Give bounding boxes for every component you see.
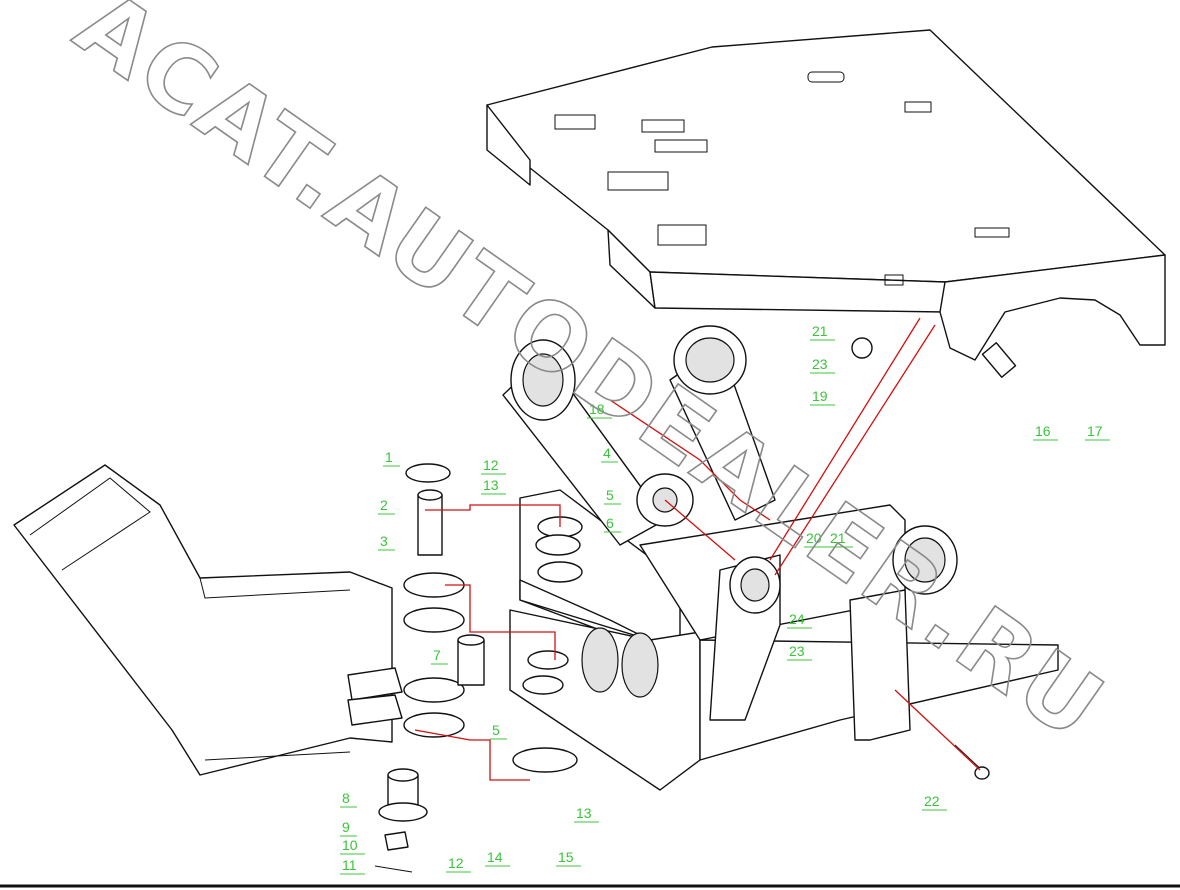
assembly-leader-lines [414, 317, 981, 781]
callout-12b-text: 12 [448, 855, 464, 871]
callout-16: 16 [1033, 423, 1058, 441]
callout-10: 10 [340, 837, 365, 855]
callout-21-lower: 21 [828, 530, 853, 548]
callout-12-text: 12 [483, 457, 499, 473]
callout-23b-text: 23 [789, 643, 805, 659]
front-fork-frame [13, 464, 393, 776]
callout-17-text: 17 [1087, 423, 1103, 439]
callout-15-text: 15 [558, 849, 574, 865]
callout-18: 18 [587, 401, 612, 419]
callout-13-upper: 13 [481, 477, 506, 495]
callout-2-text: 2 [380, 497, 388, 513]
central-hinge-block [509, 489, 701, 791]
callout-6-text: 6 [606, 515, 614, 531]
callout-8: 8 [340, 790, 357, 808]
callout-13-text: 13 [483, 477, 499, 493]
callout-1: 1 [383, 449, 400, 467]
upper-pin-stack [374, 463, 485, 873]
callout-23-text: 23 [812, 356, 828, 372]
callout-23-lower: 23 [787, 643, 812, 661]
callout-11-text: 11 [342, 857, 357, 873]
callout-5-upper: 5 [604, 487, 621, 505]
callout-21-text: 21 [812, 323, 828, 339]
callout-4-text: 4 [603, 445, 611, 461]
callout-14-text: 14 [487, 849, 503, 865]
callout-20: 20 [804, 530, 829, 548]
callout-20-text: 20 [806, 530, 822, 546]
upper-lift-arms [502, 325, 776, 546]
callout-23-upper: 23 [810, 356, 835, 374]
callout-13b-text: 13 [576, 805, 592, 821]
callout-labels: 1 2 3 4 5 6 7 5 8 9 10 11 12 13 14 15 13… [340, 323, 1110, 875]
callout-4: 4 [601, 445, 618, 463]
callout-7-text: 7 [433, 647, 441, 663]
callout-11: 11 [340, 857, 365, 875]
top-cover-plate [486, 29, 1166, 361]
callout-12-upper: 12 [481, 457, 506, 475]
callout-22: 22 [922, 793, 947, 811]
callout-10-text: 10 [342, 837, 358, 853]
callout-3: 3 [378, 533, 395, 551]
callout-2: 2 [378, 497, 395, 515]
callout-3-text: 3 [380, 533, 388, 549]
fork-hinge-plates [347, 572, 465, 738]
callout-16-text: 16 [1035, 423, 1051, 439]
callout-18-text: 18 [589, 401, 605, 417]
callout-8-text: 8 [342, 790, 350, 806]
callout-1-text: 1 [385, 449, 393, 465]
callout-19-text: 19 [812, 388, 828, 404]
callout-12-lower: 12 [446, 855, 471, 873]
callout-9-text: 9 [342, 819, 350, 835]
callout-19: 19 [810, 388, 835, 406]
callout-17: 17 [1085, 423, 1110, 441]
callout-15: 15 [556, 849, 581, 867]
callout-5-lower: 5 [490, 722, 507, 740]
callout-9: 9 [340, 819, 357, 837]
callout-7: 7 [431, 647, 448, 665]
callout-5-text: 5 [606, 487, 614, 503]
callout-24-text: 24 [789, 611, 805, 627]
rear-frame-rails [639, 504, 1059, 761]
callout-22-text: 22 [924, 793, 940, 809]
callout-13-lower-right: 13 [574, 805, 599, 823]
callout-6: 6 [604, 515, 621, 533]
callout-21-upper: 21 [810, 323, 835, 341]
callout-21b-text: 21 [830, 530, 846, 546]
callout-24: 24 [787, 611, 812, 629]
callout-14: 14 [485, 849, 510, 867]
callout-5b-text: 5 [492, 722, 500, 738]
